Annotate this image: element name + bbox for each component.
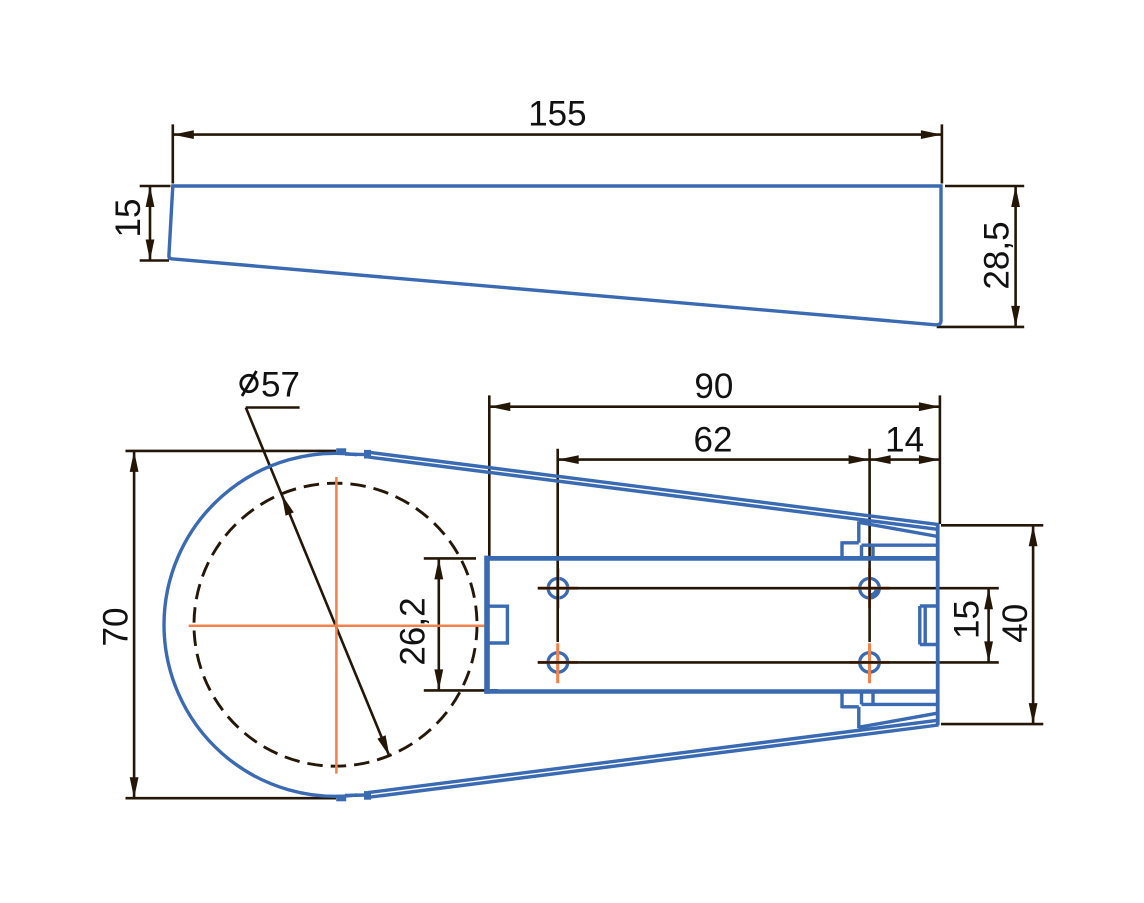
svg-text:62: 62 [694,420,733,459]
svg-text:70: 70 [96,608,135,647]
svg-text:28,5: 28,5 [978,221,1017,289]
svg-text:90: 90 [694,367,733,406]
svg-text:15: 15 [948,600,987,639]
svg-text:26,2: 26,2 [394,597,433,665]
svg-text:155: 155 [528,95,586,134]
svg-text:14: 14 [885,420,924,459]
svg-text:15: 15 [109,199,148,238]
svg-text:40: 40 [996,604,1035,643]
svg-text:57: 57 [261,366,300,405]
